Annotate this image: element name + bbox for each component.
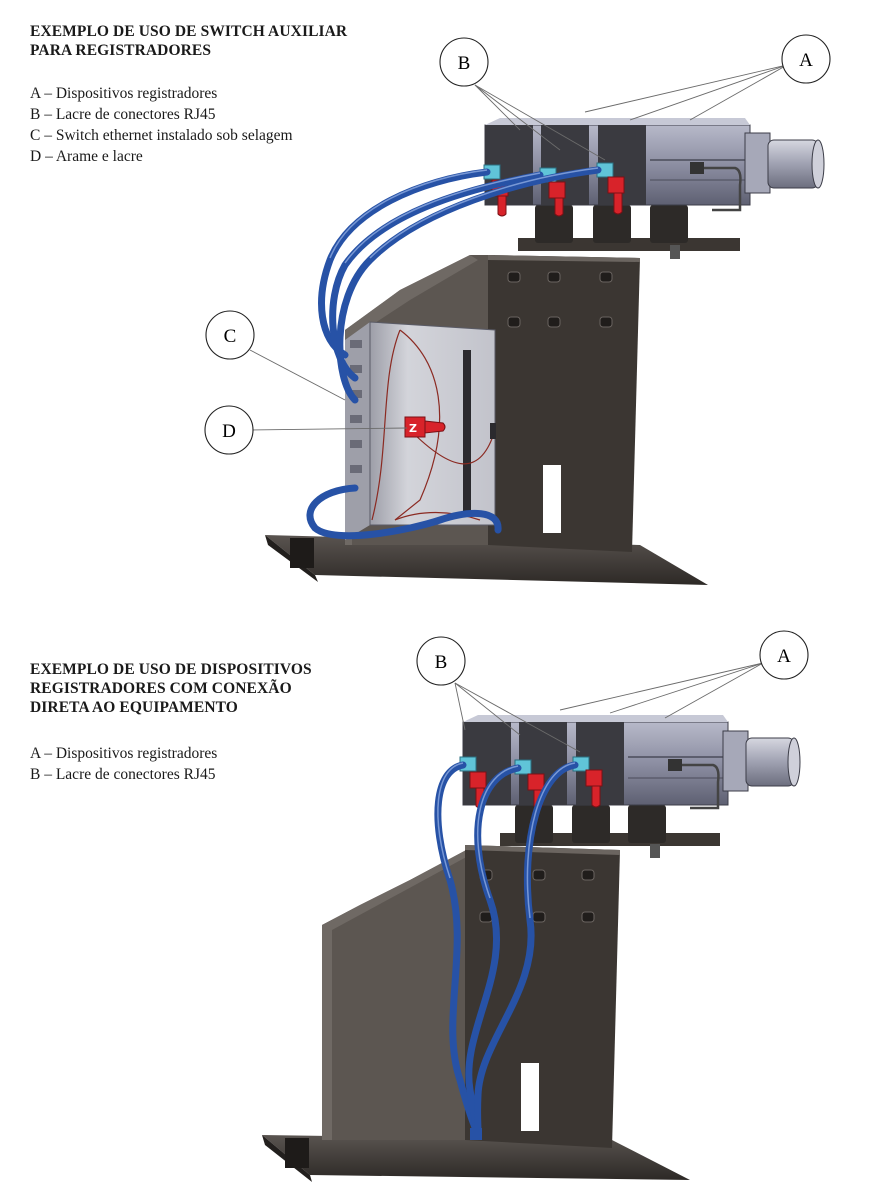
legend-item-a: A – Dispositivos registradores [30,85,218,102]
callout-d-diagram1: D [204,405,254,455]
registering-devices [459,715,801,858]
diagram2-title-line1: EXEMPLO DE USO DE DISPOSITIVOS [30,661,312,678]
base-rail [262,1135,690,1180]
diagram2-illustration: B A [262,630,809,1182]
diagram2-title: EXEMPLO DE USO DE DISPOSITIVOS REGISTRAD… [30,660,312,717]
bracket-front-plate [488,255,640,552]
callout-c-diagram1: C [205,310,255,360]
callout-a-diagram2: A [759,630,809,680]
plate-slot [543,465,561,533]
callout-b-label: B [435,652,448,673]
diagram1-title-line2: PARA REGISTRADORES [30,42,212,59]
callout-a-label: A [799,50,813,71]
legend-item-c: C – Switch ethernet instalado sob selage… [30,127,293,144]
callout-d-label: D [222,421,236,442]
bracket-front-plate [465,845,620,1148]
legend-item-b: B – Lacre de conectores RJ45 [30,766,216,783]
callout-b-diagram2: B [416,636,466,686]
svg-text:Z: Z [409,422,417,435]
callout-a-label: A [777,646,791,667]
callout-leaders [454,662,764,753]
legend-item-a: A – Dispositivos registradores [30,745,218,762]
callout-c-label: C [224,326,237,347]
diagram1-illustration: Z [204,34,831,585]
diagram2-title-line2: REGISTRADORES COM CONEXÃO [30,680,292,697]
diagram1-title: EXEMPLO DE USO DE SWITCH AUXILIAR PARA R… [30,22,347,60]
callout-leaders [249,64,788,431]
diagram2-legend: A – Dispositivos registradores B – Lacre… [30,743,217,785]
callout-a-diagram1: A [781,34,831,84]
network-cables [306,166,602,540]
registering-devices [483,118,825,259]
legend-item-b: B – Lacre de conectores RJ45 [30,106,216,123]
diagram1-title-line1: EXEMPLO DE USO DE SWITCH AUXILIAR [30,23,348,40]
plate-slot [521,1063,539,1131]
callout-b-diagram1: B [439,37,489,87]
bracket-side-wing [322,848,470,1140]
switch-seal: Z [404,416,446,438]
diagram2-title-line3: DIRETA AO EQUIPAMENTO [30,699,238,716]
callout-b-label: B [458,53,471,74]
legend-item-d: D – Arame e lacre [30,148,143,165]
diagram1-legend: A – Dispositivos registradores B – Lacre… [30,83,293,167]
